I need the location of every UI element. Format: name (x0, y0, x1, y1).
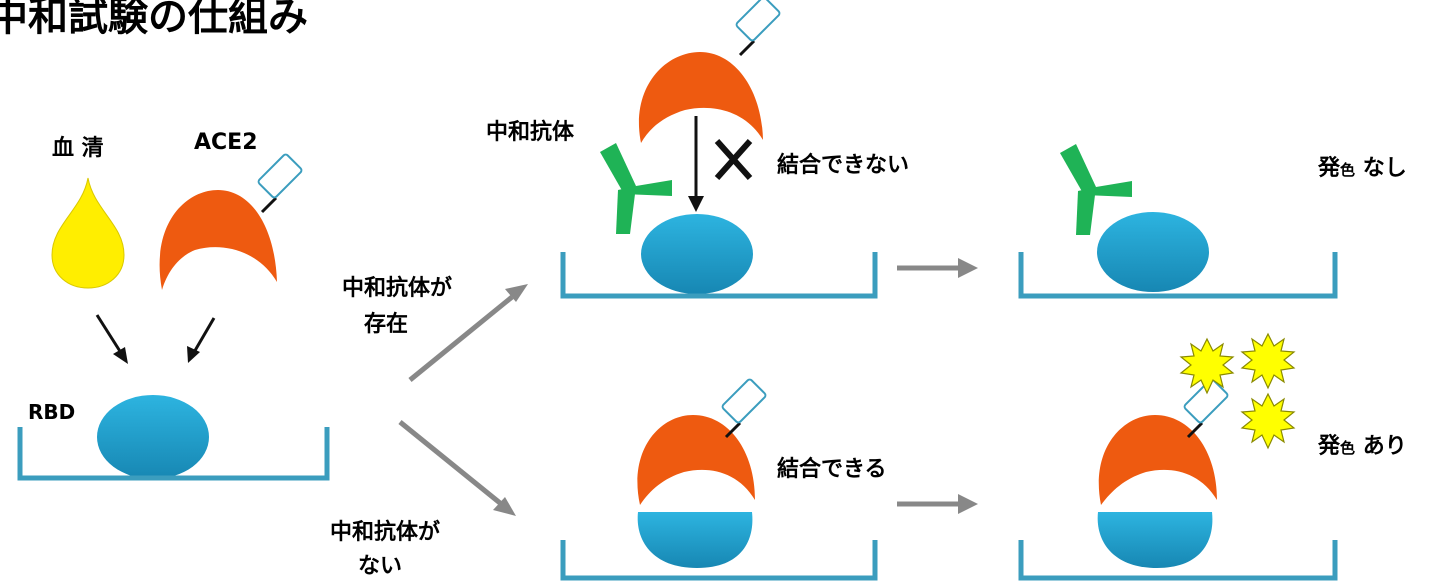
blocked-arrow (688, 116, 704, 212)
cannot-bind-label: 結合できない (777, 153, 910, 178)
antibody-present-label-2: 存在 (364, 312, 409, 337)
cross-icon (714, 139, 753, 180)
color-yes-label: 発色 あり (1318, 428, 1407, 460)
page-title: 中和試験の仕組み (0, 0, 308, 40)
color-yes-kanji: 発 (1318, 434, 1341, 459)
rbd-bottom-middle (637, 512, 753, 568)
rbd-left (97, 395, 209, 479)
arrow-serum-to-rbd (95, 314, 128, 364)
antibody-absent-label-2: ない (358, 554, 403, 579)
ace2-label: ACE2 (194, 130, 258, 155)
antibody-absent-label-1: 中和抗体が (330, 520, 441, 545)
can-bind-label: 結合できる (777, 457, 887, 482)
ace2-protein-bottom-right (1098, 376, 1231, 505)
serum-drop (51, 177, 125, 289)
well-left (17, 427, 330, 481)
ace2-protein-left (159, 151, 305, 290)
arrow-top-to-result (897, 258, 978, 278)
color-yes-rest: あり (1355, 434, 1407, 459)
signal-star-3 (1241, 393, 1295, 449)
rbd-top-right (1097, 212, 1209, 292)
neutralizing-antibody-label: 中和抗体 (486, 120, 575, 145)
serum-label: 血 清 (52, 136, 104, 161)
arrow-down-branch (398, 420, 516, 516)
ace2-protein-top-middle (638, 0, 783, 143)
antibody-top-middle (600, 143, 672, 234)
rbd-bottom-right (1097, 512, 1213, 568)
arrow-bottom-to-result (897, 494, 978, 514)
well-bottom-right (1018, 540, 1338, 581)
arrow-ace2-to-rbd (187, 317, 216, 363)
color-yes-small: 色 (1340, 439, 1356, 457)
well-top-middle (560, 252, 878, 299)
signal-star-1 (1180, 338, 1234, 394)
ace2-protein-bottom-middle (637, 376, 769, 505)
arrow-up-branch (408, 284, 528, 382)
color-none-kanji: 発 (1318, 156, 1341, 181)
signal-star-2 (1241, 333, 1295, 389)
color-none-label: 発色 なし (1318, 150, 1407, 182)
rbd-label: RBD (28, 400, 76, 424)
well-bottom-middle (560, 540, 878, 581)
well-top-right (1018, 252, 1338, 299)
color-none-rest: なし (1355, 156, 1407, 181)
color-none-small: 色 (1340, 161, 1356, 179)
antibody-present-label-1: 中和抗体が (342, 276, 453, 301)
antibody-top-right (1060, 144, 1132, 235)
rbd-top-middle (641, 214, 753, 294)
